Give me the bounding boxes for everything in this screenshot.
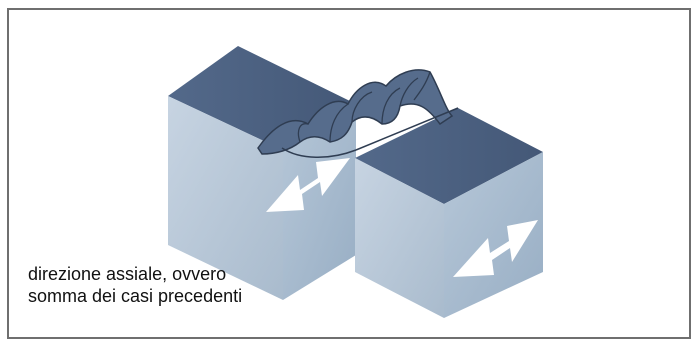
right-block-right-face (444, 152, 543, 318)
caption-line-1: direzione assiale, ovvero (28, 264, 227, 284)
right-block-top (355, 108, 543, 204)
wave-sheet (257, 69, 459, 158)
caption: direzione assiale, ovvero somma dei casi… (28, 263, 242, 307)
left-block-right-face (283, 104, 356, 300)
right-block (355, 108, 543, 318)
left-block-left-face (168, 96, 283, 300)
double-arrow-icon (266, 158, 350, 212)
left-block (168, 46, 356, 300)
caption-line-2: somma dei casi precedenti (28, 286, 243, 306)
right-block-left-face (355, 158, 444, 318)
double-arrow-icon (453, 220, 538, 277)
